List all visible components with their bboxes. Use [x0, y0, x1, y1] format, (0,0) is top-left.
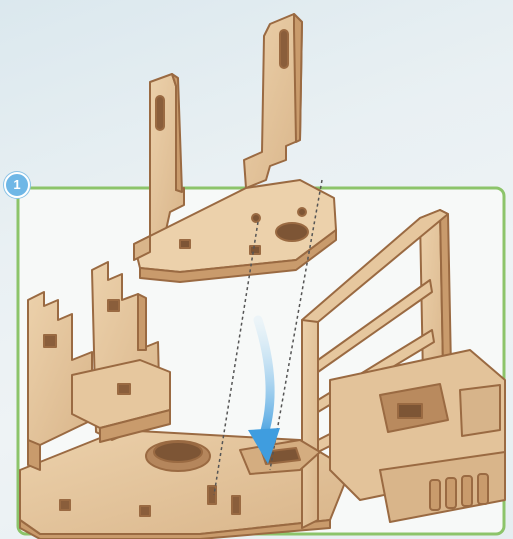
step-number-badge: 1	[4, 172, 30, 198]
bracket-part	[134, 14, 336, 282]
